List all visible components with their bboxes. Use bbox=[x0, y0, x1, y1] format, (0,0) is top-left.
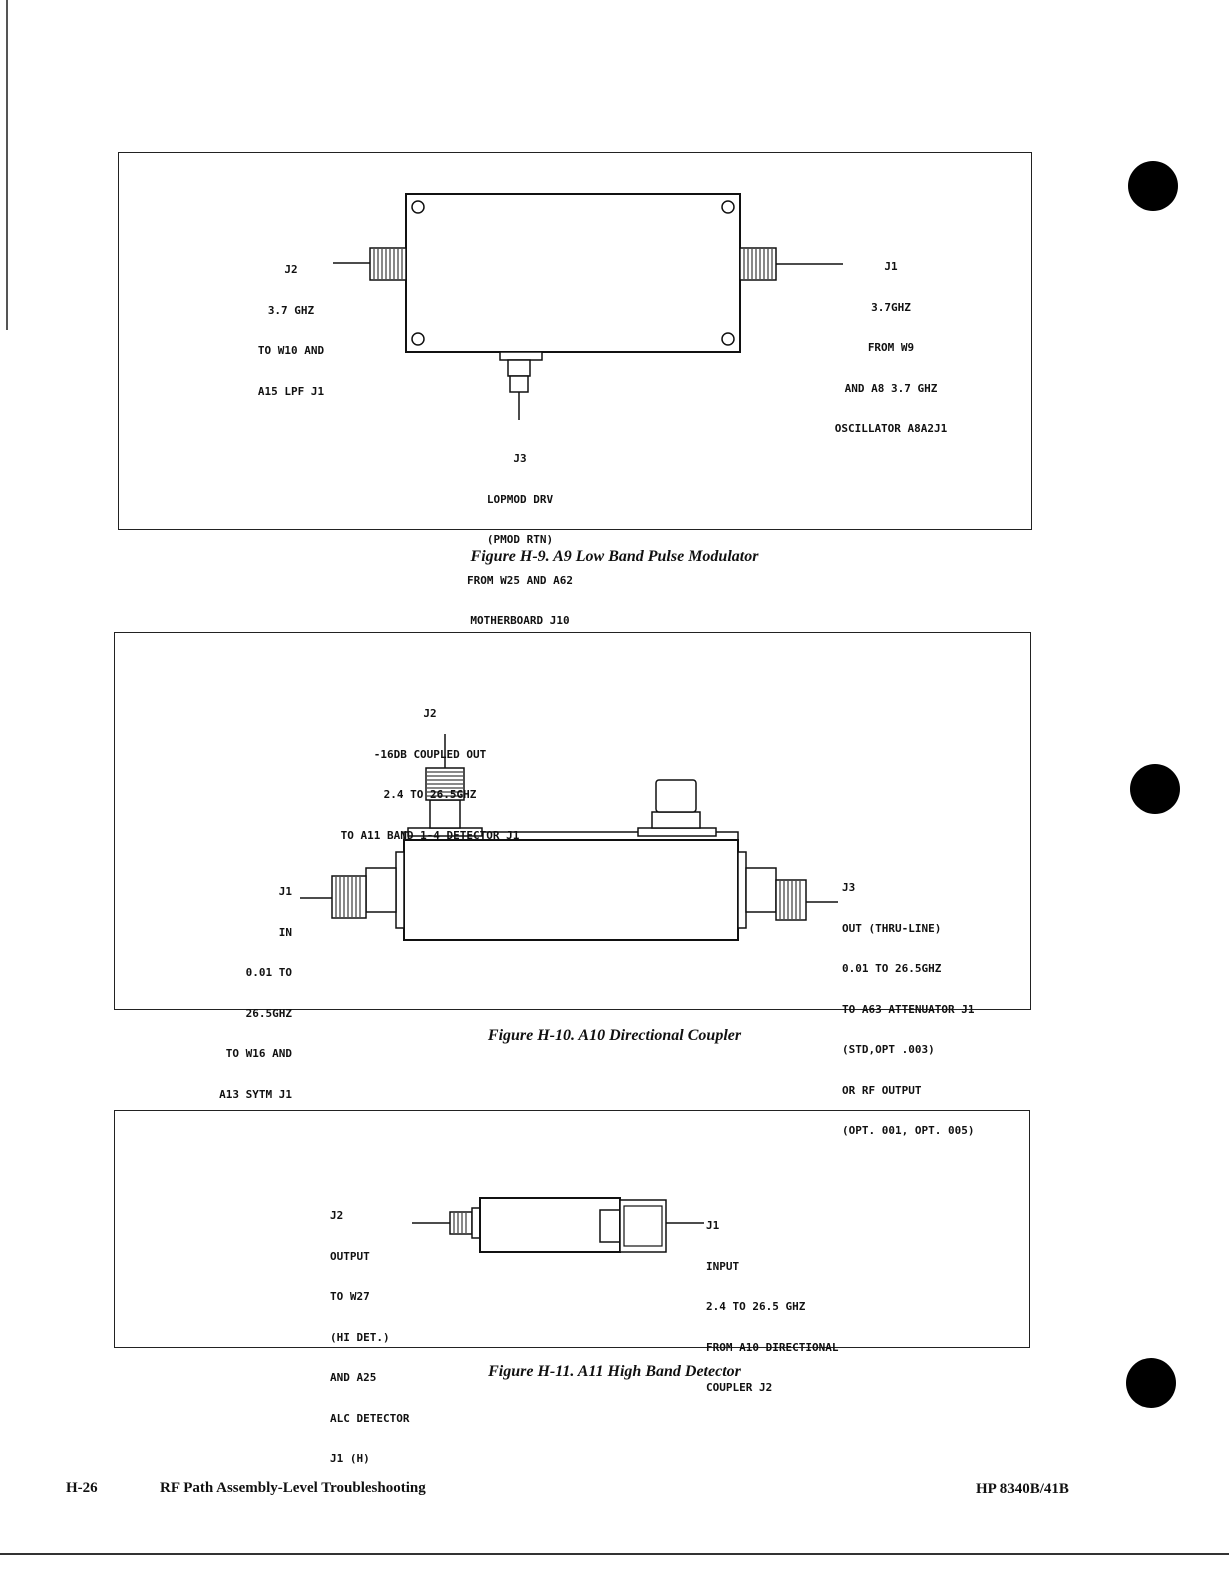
footer-rule bbox=[0, 1553, 1229, 1555]
figure-h10-label-j2: J2 -16DB COUPLED OUT 2.4 TO 26.5GHZ TO A… bbox=[340, 707, 520, 842]
figure-h10-label-j1: J1 IN 0.01 TO 26.5GHZ TO W16 AND A13 SYT… bbox=[219, 885, 292, 1101]
footer-model: HP 8340B/41B bbox=[976, 1481, 1069, 1497]
binder-hole bbox=[1126, 1358, 1176, 1408]
mount-hole bbox=[411, 200, 425, 214]
figure-h10-label-j3: J3 OUT (THRU-LINE) 0.01 TO 26.5GHZ TO A6… bbox=[842, 881, 975, 1137]
figure-h11-label-j1: J1 INPUT 2.4 TO 26.5 GHZ FROM A10 DIRECT… bbox=[706, 1219, 839, 1394]
coupler-top-rail bbox=[403, 831, 739, 841]
termination-load bbox=[637, 779, 717, 837]
binder-hole bbox=[1130, 764, 1180, 814]
figure-h9-label-j3: J3 LOPMOD DRV (PMOD RTN) FROM W25 AND A6… bbox=[467, 452, 573, 627]
mount-hole bbox=[721, 200, 735, 214]
connector-j3 bbox=[499, 351, 543, 393]
figure-h9-label-j1: J1 3.7GHZ FROM W9 AND A8 3.7 GHZ OSCILLA… bbox=[834, 260, 948, 435]
figure-h10-caption: Figure H-10. A10 Directional Coupler bbox=[487, 1027, 742, 1044]
figure-h11-label-j2: J2 OUTPUT TO W27 (HI DET.) AND A25 ALC D… bbox=[330, 1209, 410, 1465]
mount-hole bbox=[411, 332, 425, 346]
figure-h11-drawing bbox=[412, 1197, 704, 1253]
connector-j1 bbox=[739, 247, 777, 281]
figure-h10-drawing bbox=[300, 734, 838, 941]
connector-j2 bbox=[425, 767, 465, 801]
figure-h9-caption: Figure H-9. A9 Low Band Pulse Modulator bbox=[470, 548, 759, 565]
pulse-modulator-body bbox=[405, 193, 741, 353]
figure-h9-drawing bbox=[333, 193, 843, 420]
footer-page-number: H-26 bbox=[66, 1480, 98, 1496]
figure-h11-frame bbox=[114, 1110, 1030, 1348]
connector-j2 bbox=[449, 1211, 473, 1235]
figure-h9-frame bbox=[118, 152, 1032, 530]
figure-h9-label-j2: J2 3.7 GHZ TO W10 AND A15 LPF J1 bbox=[257, 263, 325, 398]
connector-j1 bbox=[331, 875, 367, 919]
figure-h10-frame bbox=[114, 632, 1031, 1010]
mount-hole bbox=[721, 332, 735, 346]
margin-rule bbox=[6, 0, 8, 330]
footer-section-title: RF Path Assembly-Level Troubleshooting bbox=[160, 1480, 426, 1496]
connector-j2 bbox=[369, 247, 407, 281]
connector-j3 bbox=[775, 879, 807, 921]
binder-hole bbox=[1128, 161, 1178, 211]
connector-j1 bbox=[619, 1199, 667, 1253]
figure-h11-caption: Figure H-11. A11 High Band Detector bbox=[488, 1363, 741, 1380]
detector-body bbox=[479, 1197, 621, 1253]
